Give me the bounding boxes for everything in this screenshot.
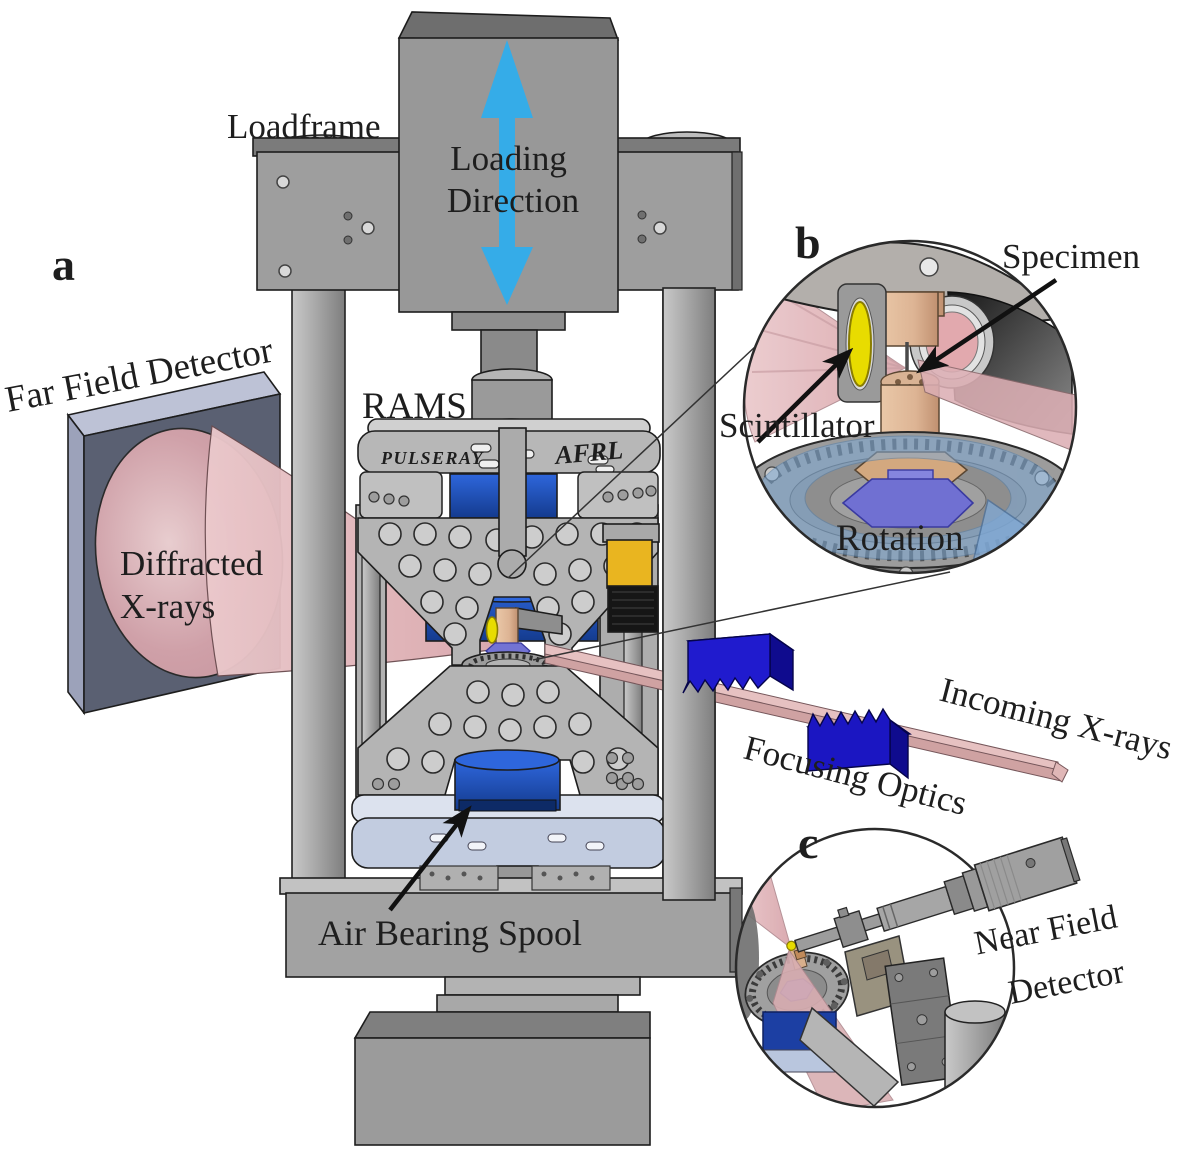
inset-c-near-field-detail: Near Field Detector xyxy=(734,827,1128,1109)
specimen-holder-upper xyxy=(877,291,939,347)
central-load-bar xyxy=(498,427,527,557)
label-afrl: AFRL xyxy=(552,435,624,470)
label-air-bearing-spool: Air Bearing Spool xyxy=(318,913,582,953)
column-left xyxy=(291,287,346,901)
label-diffracted-xrays: Diffracted X-rays xyxy=(120,544,272,626)
scintillator-disc xyxy=(848,301,872,387)
focusing-optic-upstream xyxy=(682,632,795,694)
hex-nut-purple xyxy=(841,478,975,528)
label-panel-a: a xyxy=(52,239,75,290)
support-cylinder xyxy=(944,1000,1006,1093)
label-pulseray: PULSERAY xyxy=(380,448,485,468)
frame-holes-lower xyxy=(386,680,630,774)
loading-direction-arrow xyxy=(481,40,533,305)
label-panel-c: c xyxy=(798,817,818,868)
specimen-arrow xyxy=(916,278,1058,374)
column-right-front xyxy=(662,287,716,901)
label-rotation: Rotation xyxy=(836,518,963,559)
near-field-detector-tube xyxy=(786,836,1081,961)
rams-assembly: PULSERAY AFRL xyxy=(351,418,666,903)
incoming-beam-inset-b xyxy=(917,359,1076,453)
inset-b-circle xyxy=(742,239,1078,575)
label-rams: RAMS xyxy=(362,386,467,427)
scintillator-arrow xyxy=(756,347,854,444)
rams-top-plate: PULSERAY AFRL xyxy=(357,418,661,474)
inset-b-callout-lines xyxy=(507,344,951,661)
label-panel-b: b xyxy=(795,217,821,268)
air-bearing-spool-drum xyxy=(454,749,561,812)
inset-b-rotation-detail: Rotation xyxy=(742,239,1078,575)
air-bearing-spool-arrow xyxy=(388,805,472,912)
label-loadframe: Loadframe xyxy=(227,107,381,146)
scintillator-main-view xyxy=(485,616,499,644)
rotation-arrow xyxy=(755,435,1061,568)
base-block xyxy=(353,976,651,1146)
label-loading-direction: Loading Direction xyxy=(447,139,579,220)
bottom-crossbeam xyxy=(279,865,743,978)
label-specimen: Specimen xyxy=(1002,237,1140,276)
camera-lens xyxy=(607,585,659,633)
label-scintillator: Scintillator xyxy=(719,406,875,445)
camera-yellow-box xyxy=(606,539,653,589)
camera-sensor xyxy=(602,523,660,633)
inset-c-circle xyxy=(734,827,1016,1109)
focusing-optic-downstream xyxy=(806,707,912,780)
dome-knob xyxy=(919,257,939,277)
